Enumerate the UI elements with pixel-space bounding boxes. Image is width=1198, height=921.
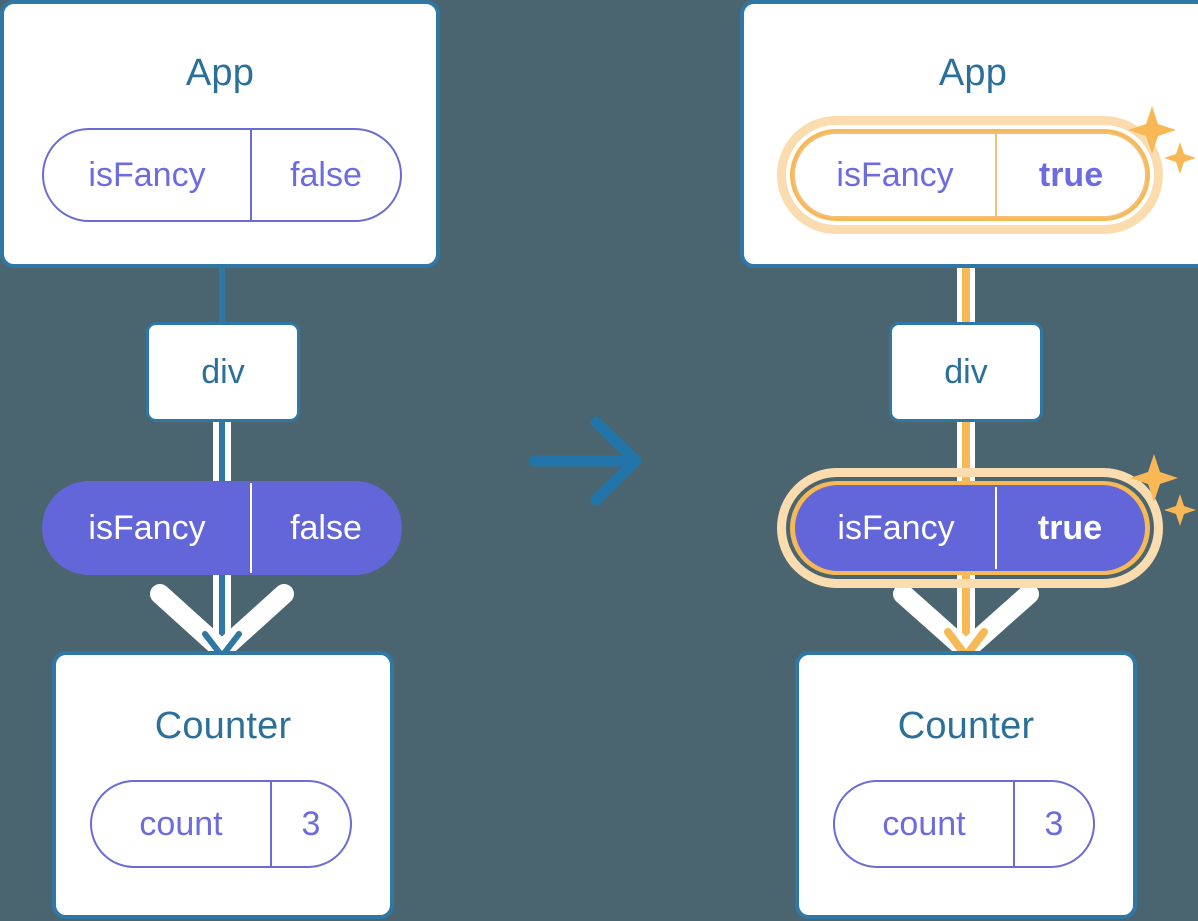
fan-chevron-left: [150, 584, 294, 660]
pill-value: 3: [1013, 782, 1093, 866]
counter-state-pill-before[interactable]: count 3: [90, 780, 352, 868]
right-arrow-icon: [528, 416, 642, 506]
sparkles-icon-bottom: [1130, 454, 1196, 526]
page-title: Counter: [897, 705, 1035, 747]
propagated-prop-pill-before[interactable]: isFancy false: [42, 481, 402, 575]
app-state-pill-after[interactable]: isFancy true: [793, 132, 1147, 218]
counter-card-after: Counter: [795, 651, 1137, 919]
div-label: div: [944, 352, 988, 391]
pill-key: isFancy: [837, 508, 955, 547]
propagated-prop-pill-after[interactable]: isFancy true: [795, 485, 1145, 571]
div-label: div: [201, 352, 245, 391]
pill-key: isFancy: [88, 508, 206, 547]
div-node-before: div: [146, 322, 300, 422]
pill-key: isFancy: [836, 155, 954, 194]
page-title: App: [185, 52, 255, 94]
pill-key: count: [139, 804, 223, 843]
sparkles-icon-top: [1128, 106, 1196, 174]
pill-key: count: [882, 804, 966, 843]
pill-value: false: [250, 130, 400, 220]
div-node-after: div: [889, 322, 1043, 422]
app-state-pill-before[interactable]: isFancy false: [42, 128, 402, 222]
pill-value: 3: [270, 782, 350, 866]
pill-value: true: [995, 487, 1143, 569]
pill-key: isFancy: [88, 155, 206, 194]
page-title: App: [938, 52, 1008, 94]
pill-value: true: [995, 134, 1145, 216]
pill-value: false: [250, 483, 400, 573]
counter-state-pill-after[interactable]: count 3: [833, 780, 1095, 868]
page-title: Counter: [154, 705, 292, 747]
